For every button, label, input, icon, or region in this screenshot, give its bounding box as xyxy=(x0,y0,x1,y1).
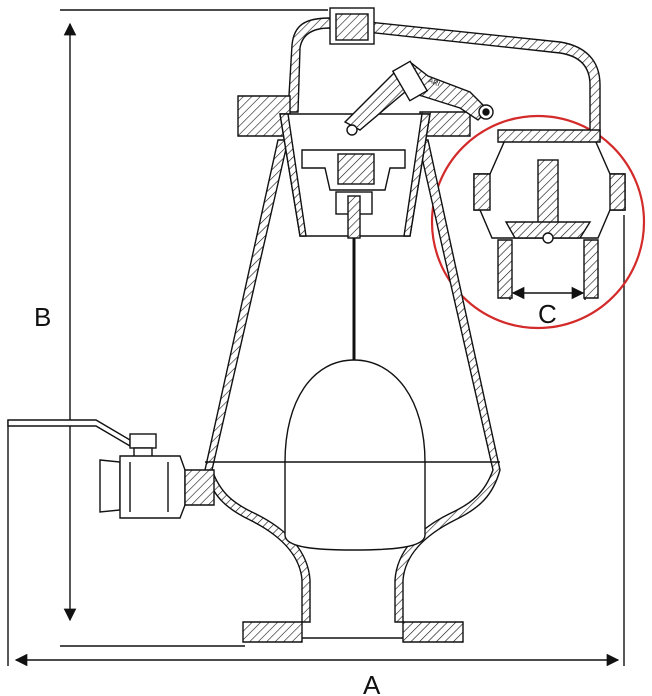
top-boss-inner xyxy=(335,13,369,41)
detail-lower-body-left xyxy=(497,239,513,299)
ball-valve-stem-cap xyxy=(129,433,157,449)
ball-valve-handle xyxy=(7,419,131,448)
ball-valve-body xyxy=(99,459,121,513)
body-left-wall xyxy=(204,139,311,623)
detail-assembly xyxy=(473,129,626,299)
base-flange-right xyxy=(402,621,464,643)
side-ball-valve xyxy=(7,419,215,519)
base-flange xyxy=(242,621,303,643)
dimension-a-label: A xyxy=(363,670,381,696)
float-ball xyxy=(284,359,426,551)
inner-cone-wall-left xyxy=(279,113,307,237)
dimension-c-label: C xyxy=(538,299,557,329)
detail-spindle xyxy=(537,159,559,231)
detail-nut xyxy=(542,232,554,244)
lever-pivot-hub xyxy=(482,108,490,116)
mechanism-inner xyxy=(337,153,375,185)
lever-grip xyxy=(391,60,429,102)
float xyxy=(284,238,426,551)
dimension-lines xyxy=(7,9,625,667)
inner-cone-wall-right xyxy=(403,113,431,237)
lever-marking: ARI xyxy=(427,77,440,88)
detail-lower-body-right xyxy=(583,239,599,299)
detail-seat xyxy=(504,221,592,239)
dimension-b-label: B xyxy=(34,302,51,332)
detail-housing-left-wall xyxy=(473,173,491,211)
ball-valve-outlet xyxy=(184,469,215,506)
detail-highlight-circle xyxy=(430,114,646,330)
detail-housing-right-wall xyxy=(609,173,626,211)
mechanism-pin xyxy=(346,124,358,136)
detail-top-cap xyxy=(497,129,601,143)
mechanism-stem xyxy=(347,195,361,239)
top-housing xyxy=(237,7,601,239)
